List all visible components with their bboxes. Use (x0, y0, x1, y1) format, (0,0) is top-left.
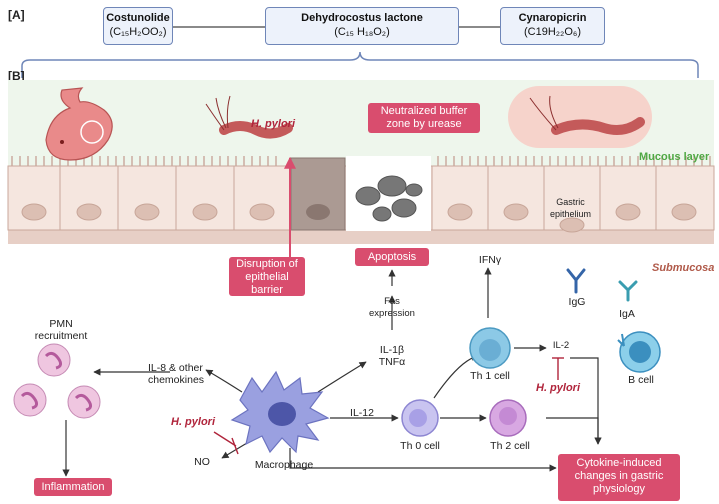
compound-cynaropicrin: Cynaropicrin (C19H₂₂O₆) (500, 7, 605, 45)
iga-antibody-icon (618, 280, 638, 302)
pmn-recruitment-label: PMN recruitment (34, 318, 88, 342)
panel-b-label: [B] (8, 69, 25, 83)
il12-label: IL-12 (350, 407, 374, 419)
gastric-epithelium-label: Gastric epithelium (549, 197, 592, 219)
compound-dehydrocostus-lactone: Dehydrocostus lactone (C₁₅ H₁₈O₂) (265, 7, 459, 45)
h-pylori-label-top: H. pylori (251, 118, 296, 130)
iga-label: IgA (619, 308, 635, 320)
tnfa-label: TNFα (378, 356, 406, 368)
pathway-arrows (62, 267, 602, 477)
compound-connectors (21, 26, 699, 78)
h-pylori-urease-zone (508, 86, 652, 148)
th2-label: Th 2 cell (490, 440, 530, 452)
igg-label: IgG (568, 296, 586, 308)
compound-formula: (C₁₅H₂OO₂) (109, 26, 167, 38)
no-label: NO (194, 456, 210, 468)
inhibition-marks (213, 357, 564, 455)
h-pylori-label-il2: H. pylori (536, 382, 581, 394)
fas-expression-label: Fas expression (369, 296, 415, 319)
il8-label: IL-8 & other chemokines (148, 362, 205, 386)
compound-name: Dehydrocostus lactone (301, 12, 423, 24)
igg-antibody-icon (566, 268, 586, 294)
macrophage-label: Macrophage (254, 459, 314, 471)
compound-costunolide: Costunolide (C₁₅H₂OO₂) (103, 7, 173, 45)
urease-zone-label: Neutralized buffer zone by urease (368, 103, 480, 133)
submucosa-band (8, 230, 714, 244)
submucosa-label: Submucosa (652, 262, 715, 274)
gastric-epithelium-cells (7, 156, 715, 233)
il2-label: IL-2 (552, 340, 570, 351)
il1b-label: IL-1β (379, 344, 405, 356)
mucous-layer-label: Mucous layer (639, 151, 710, 163)
compound-formula: (C19H₂₂O₆) (524, 26, 581, 38)
panel-a-label: [A] (8, 8, 25, 22)
cytokine-changes-label: Cytokine-induced changes in gastric phys… (558, 454, 680, 501)
h-pylori-bacterium-top (205, 95, 293, 139)
h-pylori-label-no: H. pylori (171, 416, 216, 428)
compound-name: Costunolide (106, 12, 170, 24)
th1-label: Th 1 cell (470, 370, 510, 382)
compound-name: Cynaropicrin (518, 12, 587, 24)
disruption-label: Disruption of epithelial barrier (229, 257, 305, 296)
apoptosis-label: Apoptosis (355, 248, 429, 266)
pmn-cells (13, 343, 101, 419)
b-cell-label: B cell (628, 374, 654, 386)
stomach-illustration (45, 87, 113, 161)
ifng-label: IFNγ (478, 254, 502, 266)
inflammation-label: Inflammation (34, 478, 112, 496)
macrophage-cell (230, 370, 330, 454)
compound-formula: (C₁₅ H₁₈O₂) (334, 26, 390, 38)
th0-label: Th 0 cell (400, 440, 440, 452)
